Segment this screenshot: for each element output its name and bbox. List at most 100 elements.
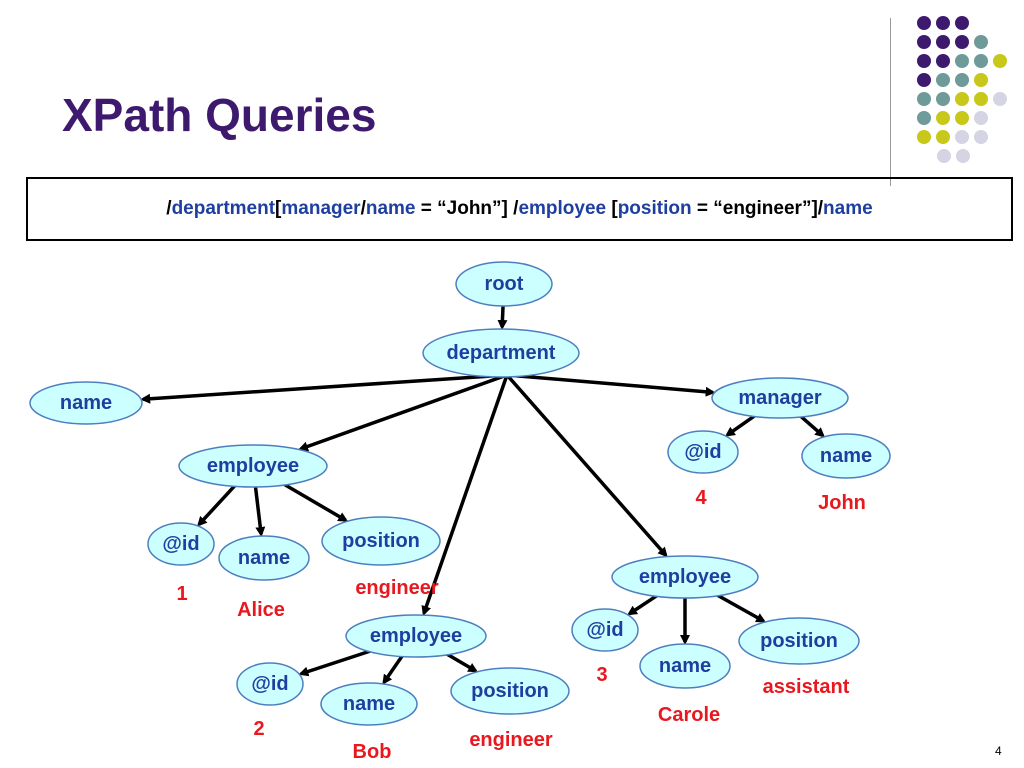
decorative-dot bbox=[955, 111, 969, 125]
decorative-dot bbox=[974, 73, 988, 87]
query-part: / bbox=[360, 198, 366, 219]
decorative-dot bbox=[936, 130, 950, 144]
edge-department-to-manager bbox=[506, 373, 716, 397]
decorative-dot bbox=[955, 16, 969, 30]
node-emp3-position-shape bbox=[738, 617, 860, 665]
query-part: name bbox=[823, 198, 873, 219]
slide-title: XPath Queries bbox=[62, 89, 377, 141]
decorative-dot bbox=[936, 54, 950, 68]
value-emp1-name: Alice bbox=[237, 599, 285, 621]
node-emp3: employee bbox=[611, 555, 759, 599]
edge-department-to-emp3 bbox=[505, 373, 668, 558]
decorative-divider bbox=[890, 18, 891, 186]
node-emp1-position-label: position bbox=[342, 530, 420, 552]
decorative-dot bbox=[936, 111, 950, 125]
node-emp1-name-label: name bbox=[238, 547, 290, 569]
node-emp1-position: position bbox=[321, 516, 441, 566]
node-emp2-shape bbox=[345, 614, 487, 658]
decorative-dot bbox=[917, 92, 931, 106]
query-part: [ bbox=[606, 198, 618, 219]
decorative-dot bbox=[917, 35, 931, 49]
edge-emp1-to-emp1-position bbox=[282, 482, 349, 522]
node-emp3-name-shape bbox=[639, 643, 731, 689]
node-emp3-shape bbox=[611, 555, 759, 599]
node-emp1-id: @id bbox=[147, 522, 215, 566]
value-emp3-name: Carole bbox=[658, 704, 720, 726]
decorative-dot bbox=[974, 130, 988, 144]
node-emp2-id-label: @id bbox=[251, 673, 288, 695]
node-emp3-id-label: @id bbox=[586, 619, 623, 641]
decorative-dot bbox=[936, 16, 950, 30]
edge-manager-to-manager-id bbox=[724, 414, 757, 437]
edge-emp2-to-emp2-position bbox=[445, 652, 479, 673]
value-emp2-position: engineer bbox=[469, 729, 553, 751]
edge-emp2-to-emp2-name bbox=[382, 654, 404, 685]
value-emp2-name: Bob bbox=[353, 741, 392, 763]
decorative-dot bbox=[993, 92, 1007, 106]
node-manager-id-shape bbox=[667, 430, 739, 474]
node-emp3-name: name bbox=[639, 643, 731, 689]
node-emp2: employee bbox=[345, 614, 487, 658]
decorative-dot bbox=[936, 73, 950, 87]
node-emp2-id-shape bbox=[236, 662, 304, 706]
node-manager: manager bbox=[711, 377, 849, 419]
decorative-dot bbox=[936, 35, 950, 49]
node-emp3-position-label: position bbox=[760, 630, 838, 652]
node-emp2-label: employee bbox=[370, 625, 462, 647]
node-manager-name-label: name bbox=[820, 445, 872, 467]
edge-emp2-to-emp2-id bbox=[298, 649, 372, 677]
decorative-dot bbox=[974, 54, 988, 68]
query-part: / bbox=[166, 198, 172, 219]
value-emp1-position: engineer bbox=[355, 577, 439, 599]
decorative-dot bbox=[937, 149, 951, 163]
edge-department-to-emp2 bbox=[421, 374, 509, 617]
decorative-dot bbox=[974, 92, 988, 106]
node-dept-name-shape bbox=[29, 381, 143, 425]
value-emp3-position: assistant bbox=[763, 676, 850, 698]
node-emp3-id-shape bbox=[571, 608, 639, 652]
edge-department-to-dept-name bbox=[140, 373, 508, 404]
decorative-dot bbox=[936, 92, 950, 106]
node-emp3-id: @id bbox=[571, 608, 639, 652]
decorative-dot bbox=[955, 35, 969, 49]
node-dept-name: name bbox=[29, 381, 143, 425]
node-manager-id-label: @id bbox=[684, 441, 721, 463]
slide-number: 4 bbox=[995, 744, 1002, 758]
node-dept-name-label: name bbox=[60, 392, 112, 414]
value-manager-name: John bbox=[818, 492, 866, 514]
edge-root-to-department bbox=[497, 304, 508, 331]
node-root: root bbox=[455, 261, 553, 307]
query-part: employee bbox=[518, 198, 607, 219]
node-manager-name: name bbox=[801, 433, 891, 479]
decorative-dot bbox=[955, 73, 969, 87]
decorative-dot bbox=[917, 130, 931, 144]
node-root-shape bbox=[455, 261, 553, 307]
node-manager-label: manager bbox=[738, 387, 822, 409]
node-emp2-name: name bbox=[320, 682, 418, 726]
decorative-dot bbox=[955, 92, 969, 106]
node-emp2-name-shape bbox=[320, 682, 418, 726]
value-manager-id: 4 bbox=[695, 487, 707, 509]
query-part: manager bbox=[281, 198, 361, 219]
query-part: department bbox=[171, 198, 276, 219]
node-department: department bbox=[422, 328, 580, 378]
node-emp3-position: position bbox=[738, 617, 860, 665]
value-emp2-id: 2 bbox=[253, 718, 264, 740]
node-emp3-label: employee bbox=[639, 566, 731, 588]
node-emp1-label: employee bbox=[207, 455, 299, 477]
node-emp2-position-label: position bbox=[471, 680, 549, 702]
decorative-dot bbox=[974, 35, 988, 49]
query-part: = “engineer”]/ bbox=[691, 198, 824, 219]
decorative-dot bbox=[974, 111, 988, 125]
node-department-shape bbox=[422, 328, 580, 378]
decorative-dot bbox=[993, 54, 1007, 68]
node-emp2-id: @id bbox=[236, 662, 304, 706]
value-emp3-id: 3 bbox=[596, 664, 607, 686]
decorative-dot bbox=[917, 16, 931, 30]
node-emp1: employee bbox=[178, 444, 328, 488]
node-department-label: department bbox=[447, 342, 556, 364]
node-emp1-name: name bbox=[218, 535, 310, 581]
edge-emp1-to-emp1-name bbox=[253, 485, 266, 538]
node-emp1-shape bbox=[178, 444, 328, 488]
node-emp1-id-label: @id bbox=[162, 533, 199, 555]
